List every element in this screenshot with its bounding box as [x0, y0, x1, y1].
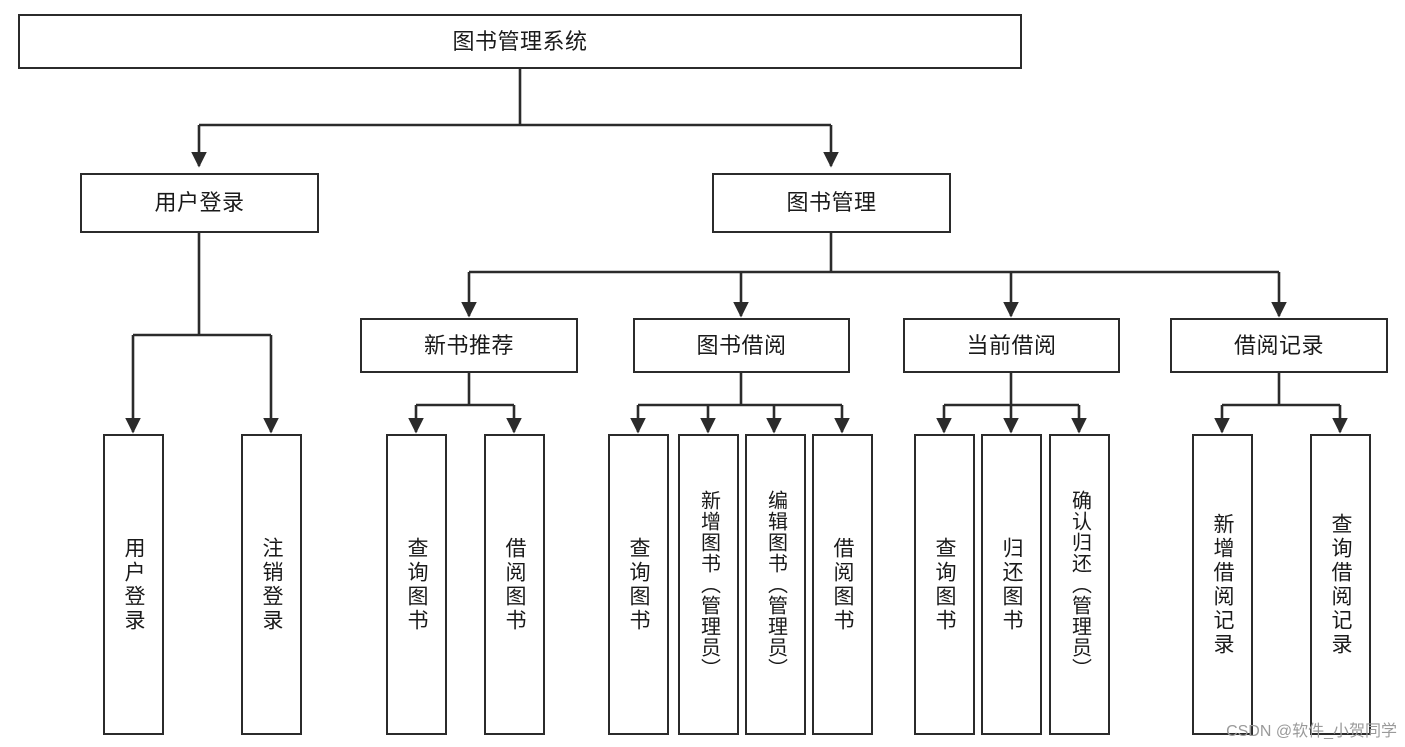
leaf-borrow-book-2-label: 借阅图书 — [831, 536, 854, 633]
leaf-user-logout-label: 注销登录 — [260, 536, 283, 633]
node-user-login-label: 用户登录 — [154, 190, 245, 216]
leaf-user-login-label: 用户登录 — [122, 536, 145, 633]
csdn-watermark: CSDN @软件_小贺同学 — [1226, 723, 1397, 740]
leaf-borrow-book-2[interactable]: 借阅图书 — [812, 434, 873, 735]
leaf-query-book-3[interactable]: 查询图书 — [914, 434, 975, 735]
leaf-edit-book[interactable]: 编辑图书（管理员） — [745, 434, 806, 735]
leaf-add-book-label: 新增图书（管理员） — [697, 490, 720, 679]
leaf-query-book-2-label: 查询图书 — [627, 536, 650, 633]
node-borrow-record-label: 借阅记录 — [1233, 332, 1324, 358]
leaf-user-logout[interactable]: 注销登录 — [241, 434, 302, 735]
node-book-management[interactable]: 图书管理 — [712, 173, 951, 233]
node-book-management-label: 图书管理 — [786, 190, 877, 216]
leaf-add-borrow-record[interactable]: 新增借阅记录 — [1192, 434, 1253, 735]
node-book-borrow[interactable]: 图书借阅 — [633, 318, 850, 373]
leaf-query-book-1[interactable]: 查询图书 — [386, 434, 447, 735]
node-root[interactable]: 图书管理系统 — [18, 14, 1022, 69]
leaf-add-book[interactable]: 新增图书（管理员） — [678, 434, 739, 735]
leaf-borrow-book-1[interactable]: 借阅图书 — [484, 434, 545, 735]
node-new-book-recommend-label: 新书推荐 — [423, 332, 514, 358]
leaf-add-borrow-record-label: 新增借阅记录 — [1211, 512, 1234, 657]
leaf-query-borrow-record[interactable]: 查询借阅记录 — [1310, 434, 1371, 735]
leaf-query-book-2[interactable]: 查询图书 — [608, 434, 669, 735]
node-book-borrow-label: 图书借阅 — [696, 332, 787, 358]
leaf-query-borrow-record-label: 查询借阅记录 — [1329, 512, 1352, 657]
node-new-book-recommend[interactable]: 新书推荐 — [360, 318, 578, 373]
leaf-user-login[interactable]: 用户登录 — [103, 434, 164, 735]
node-current-borrow-label: 当前借阅 — [966, 332, 1057, 358]
leaf-borrow-book-1-label: 借阅图书 — [503, 536, 526, 633]
leaf-query-book-1-label: 查询图书 — [405, 536, 428, 633]
node-user-login[interactable]: 用户登录 — [80, 173, 319, 233]
leaf-edit-book-label: 编辑图书（管理员） — [764, 490, 787, 679]
node-borrow-record[interactable]: 借阅记录 — [1170, 318, 1388, 373]
leaf-confirm-return[interactable]: 确认归还（管理员） — [1049, 434, 1110, 735]
leaf-confirm-return-label: 确认归还（管理员） — [1068, 490, 1091, 679]
leaf-return-book[interactable]: 归还图书 — [981, 434, 1042, 735]
node-current-borrow[interactable]: 当前借阅 — [903, 318, 1120, 373]
node-root-label: 图书管理系统 — [452, 28, 588, 54]
leaf-return-book-label: 归还图书 — [1000, 536, 1023, 633]
leaf-query-book-3-label: 查询图书 — [933, 536, 956, 633]
